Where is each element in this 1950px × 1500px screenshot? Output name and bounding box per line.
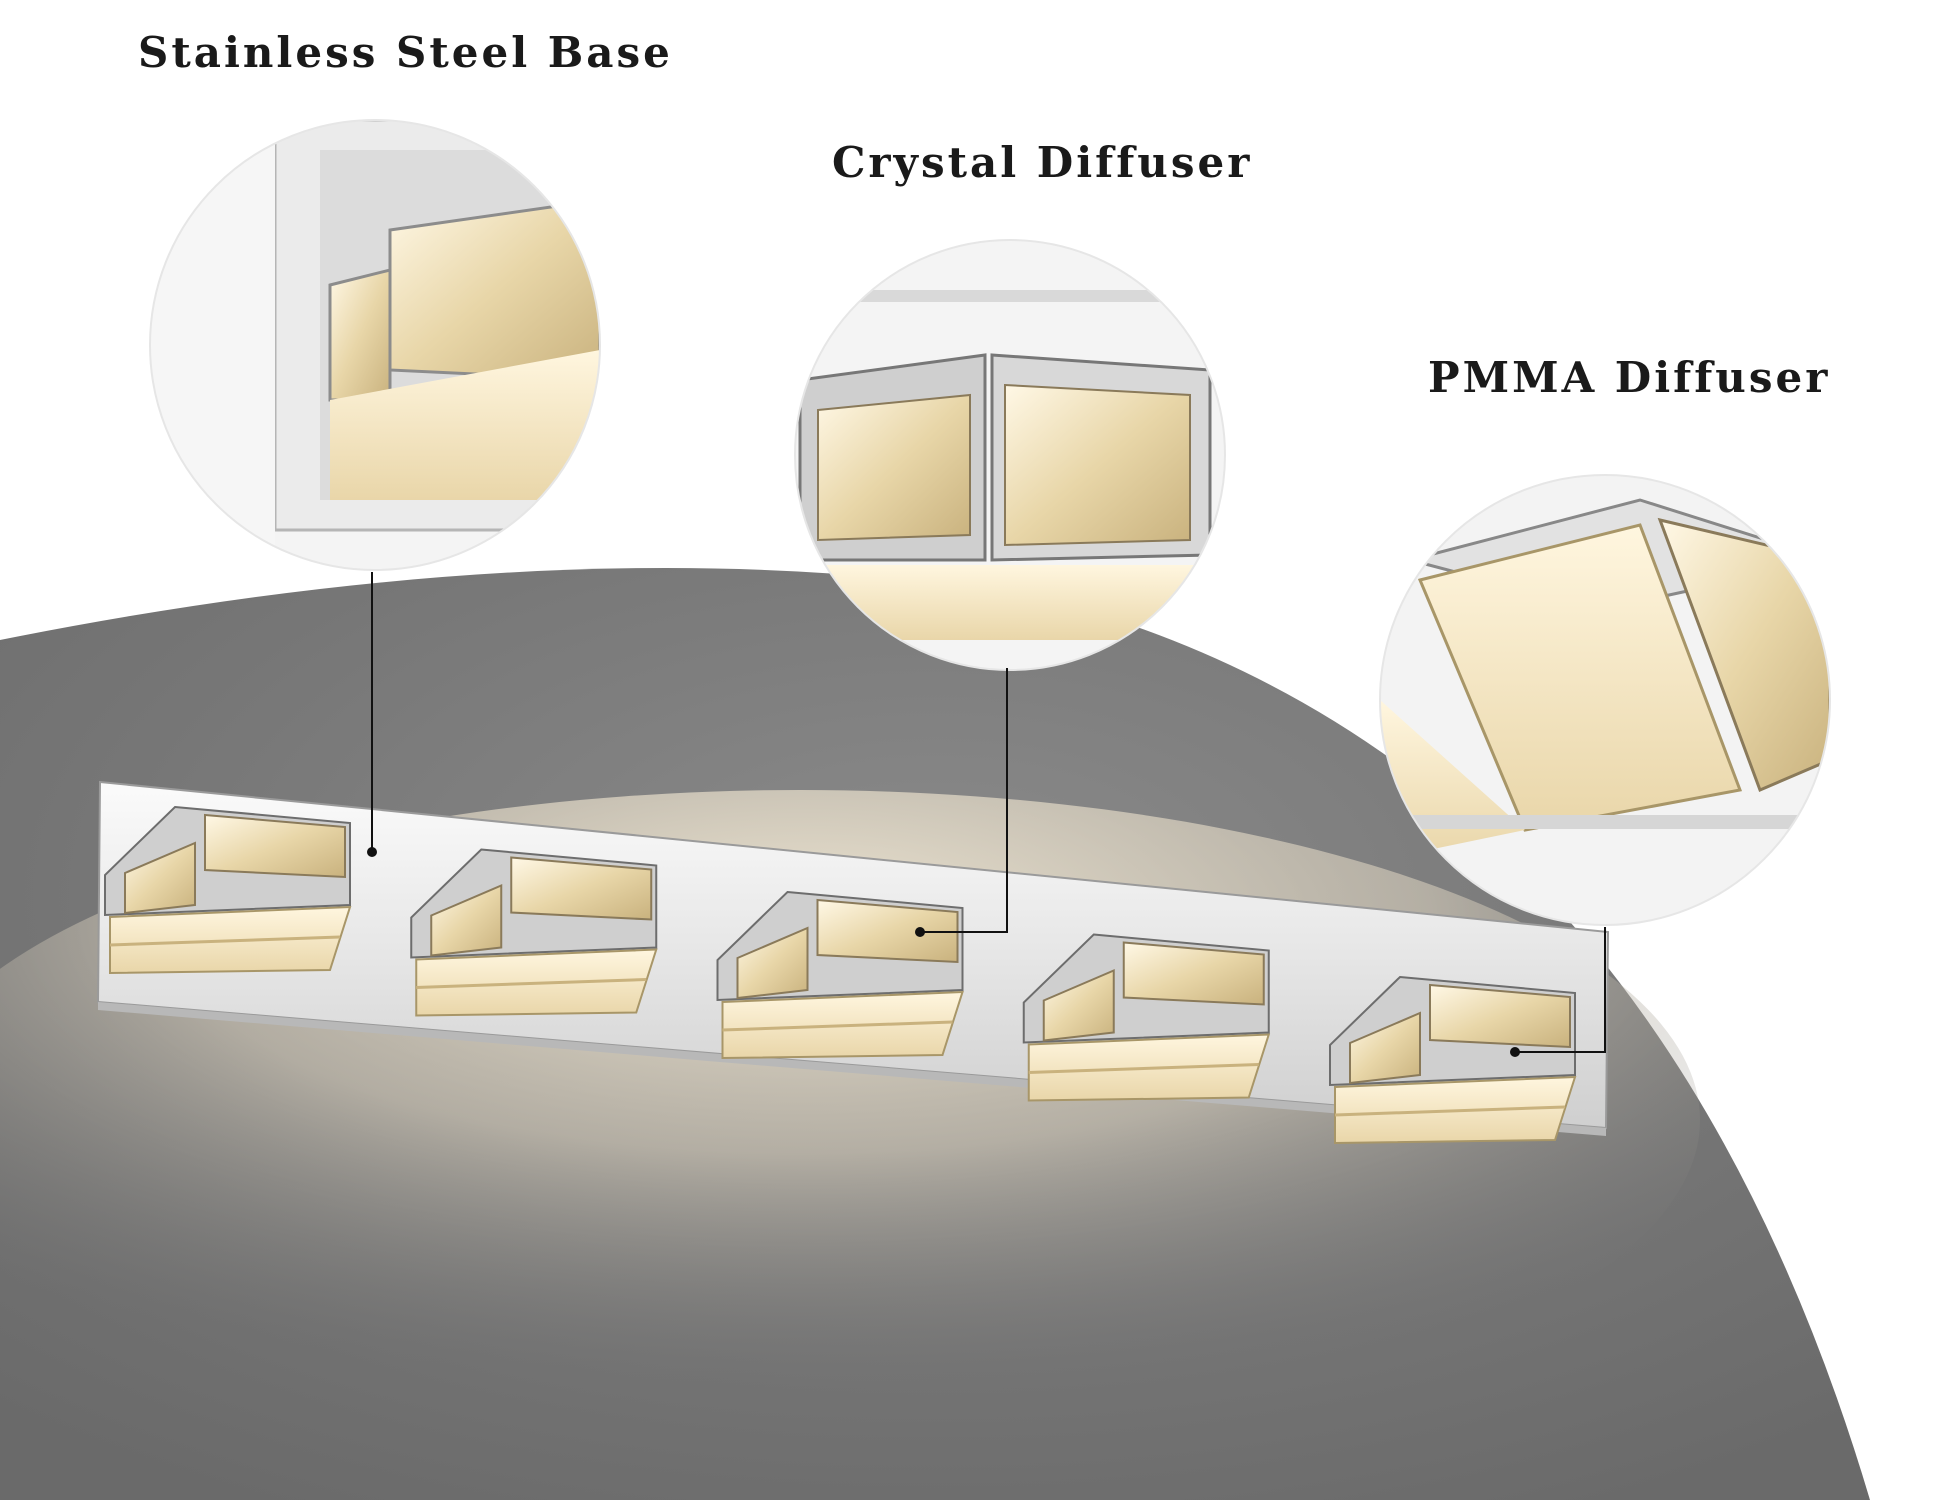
callout-label-crystal-diffuser: Crystal Diffuser xyxy=(832,138,1253,187)
callout-line-stainless-steel-base xyxy=(367,572,377,857)
zoom-circle-stainless-steel-base xyxy=(149,119,601,571)
callout-label-stainless-steel-base: Stainless Steel Base xyxy=(138,28,673,77)
light-module xyxy=(410,848,658,1017)
callout-line-crystal-diffuser xyxy=(915,668,1008,937)
zoom-circle-crystal-diffuser xyxy=(794,239,1226,671)
callout-label-pmma-diffuser: PMMA Diffuser xyxy=(1428,353,1831,402)
zoom-circle-pmma-diffuser xyxy=(1379,474,1831,926)
callout-line-pmma-diffuser xyxy=(1510,927,1606,1057)
light-module xyxy=(104,805,352,975)
light-module xyxy=(1022,933,1271,1102)
vanity-light-fixture xyxy=(96,780,1610,1145)
light-module xyxy=(716,890,964,1060)
light-module xyxy=(1329,975,1577,1145)
